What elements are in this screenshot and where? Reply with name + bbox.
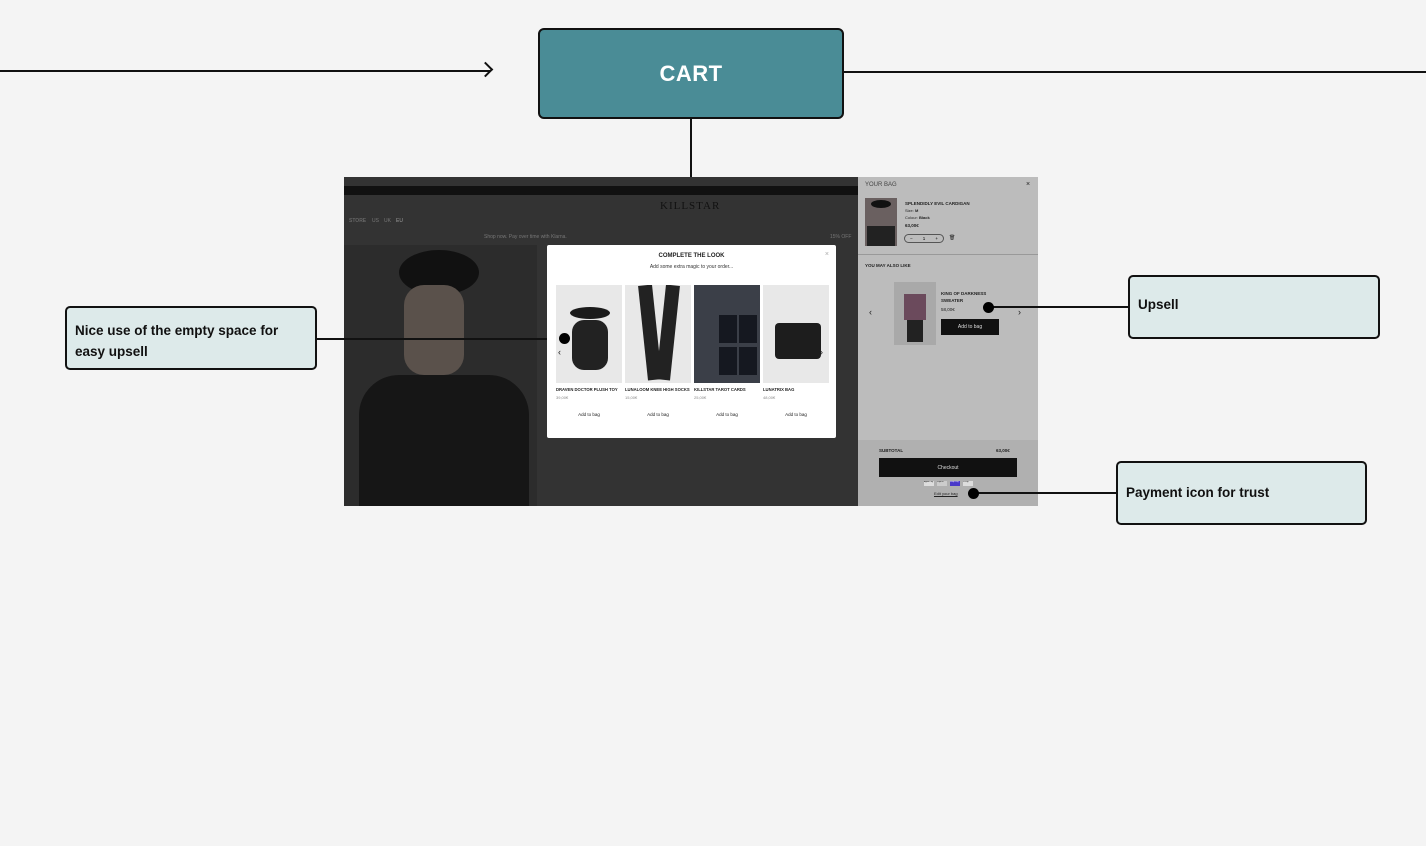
store-us[interactable]: US	[372, 218, 379, 224]
connector-note-left	[317, 338, 567, 340]
annotation-payment-trust: Payment icon for trust	[1116, 461, 1367, 525]
subtotal-value: 63,00€	[996, 448, 1010, 453]
bag-title: YOUR BAG	[865, 182, 897, 188]
upsell-next-icon[interactable]: ›	[1018, 307, 1021, 317]
checkout-button[interactable]: Checkout	[879, 458, 1017, 477]
trash-icon[interactable]: 🗑	[949, 235, 956, 241]
apple-pay-icon: Apple Pay	[924, 481, 934, 486]
add-to-bag-button[interactable]: Add to bag	[785, 412, 807, 417]
upsell-add-to-bag-button[interactable]: Add to bag	[941, 319, 999, 335]
bag-close-button[interactable]: ×	[1026, 181, 1031, 188]
product-card[interactable]: KILLSTAR TAROT CARDS 25,00€ Add to bag	[694, 285, 760, 417]
carousel-prev-icon[interactable]: ‹	[558, 347, 561, 357]
quantity-stepper[interactable]: −1+	[904, 234, 944, 243]
bag-item-name: SPLENDIDLY EVIL CARDIGAN	[905, 201, 970, 206]
carousel-next-icon[interactable]: ›	[820, 347, 823, 357]
qty-plus-button[interactable]: +	[935, 236, 938, 241]
annotation-upsell: Upsell	[1128, 275, 1380, 339]
paypal-icon: PayPal	[937, 481, 947, 486]
connector-note-upsell	[990, 306, 1128, 308]
cart-screenshot: KILLSTAR STORE US UK EU Shop now. Pay ov…	[344, 177, 1038, 506]
arrow-head-icon	[477, 61, 494, 78]
store-label: STORE	[349, 218, 367, 224]
product-image	[694, 285, 760, 383]
upsell-title: YOU MAY ALSO LIKE	[865, 263, 911, 268]
connector-right	[844, 71, 1426, 73]
bag-item-image	[865, 198, 897, 246]
bag-drawer: YOUR BAG × SPLENDIDLY EVIL CARDIGAN Size…	[858, 177, 1038, 506]
product-image	[763, 285, 829, 383]
hero-image	[344, 245, 537, 506]
add-to-bag-button[interactable]: Add to bag	[578, 412, 600, 417]
product-card[interactable]: LUNALOOM KNEE HIGH SOCKS 15,00€ Add to b…	[625, 285, 691, 417]
connector-left	[0, 70, 490, 72]
payment-icons: Apple Pay PayPal Shop Pay G Pay	[924, 481, 973, 486]
store-uk[interactable]: UK	[384, 218, 391, 224]
modal-title: COMPLETE THE LOOK	[658, 253, 725, 259]
bag-footer: SUBTOTAL 63,00€ Checkout Apple Pay PayPa…	[858, 440, 1038, 506]
complete-the-look-modal: COMPLETE THE LOOK Add some extra magic t…	[547, 245, 836, 438]
klarna-banner: Shop now. Pay over time with Klarna.	[484, 234, 567, 240]
product-card[interactable]: LUNATRIX BAG 48,00€ Add to bag	[763, 285, 829, 417]
shop-pay-icon: Shop Pay	[950, 481, 960, 486]
marker-dot	[983, 302, 994, 313]
bag-item-colour: Colour: Black	[905, 215, 930, 220]
bag-item-size: Size: M	[905, 208, 919, 213]
edit-bag-link[interactable]: Edit your bag	[934, 491, 958, 496]
upsell-prev-icon[interactable]: ‹	[869, 307, 872, 317]
add-to-bag-button[interactable]: Add to bag	[647, 412, 669, 417]
subtotal-label: SUBTOTAL	[879, 448, 904, 453]
modal-close-button[interactable]: ×	[824, 251, 829, 258]
modal-subtitle: Add some extra magic to your order...	[649, 264, 734, 270]
upsell-name: KING OF DARKNESS SWEATER	[941, 291, 987, 303]
upsell-image	[894, 282, 936, 345]
store-eu[interactable]: EU	[396, 218, 403, 224]
connector-down	[690, 119, 692, 177]
annotation-empty-space-upsell: Nice use of the empty space for easy ups…	[65, 306, 317, 370]
promo-text: 15% OFF	[830, 234, 852, 240]
brand-logo: KILLSTAR	[660, 200, 721, 212]
google-pay-icon: G Pay	[963, 481, 973, 486]
add-to-bag-button[interactable]: Add to bag	[716, 412, 738, 417]
marker-dot	[968, 488, 979, 499]
qty-minus-button[interactable]: −	[910, 236, 913, 241]
bag-item-price: 63,00€	[905, 223, 919, 228]
divider	[858, 254, 1038, 255]
product-card[interactable]: DRAVEN DOCTOR PLUSH TOY 39,00€ Add to ba…	[556, 285, 622, 417]
product-image	[556, 285, 622, 383]
cart-node: CART	[538, 28, 844, 119]
upsell-price: 58,00€	[941, 307, 955, 312]
connector-note-payment	[975, 492, 1116, 494]
marker-dot	[559, 333, 570, 344]
product-image	[625, 285, 691, 383]
